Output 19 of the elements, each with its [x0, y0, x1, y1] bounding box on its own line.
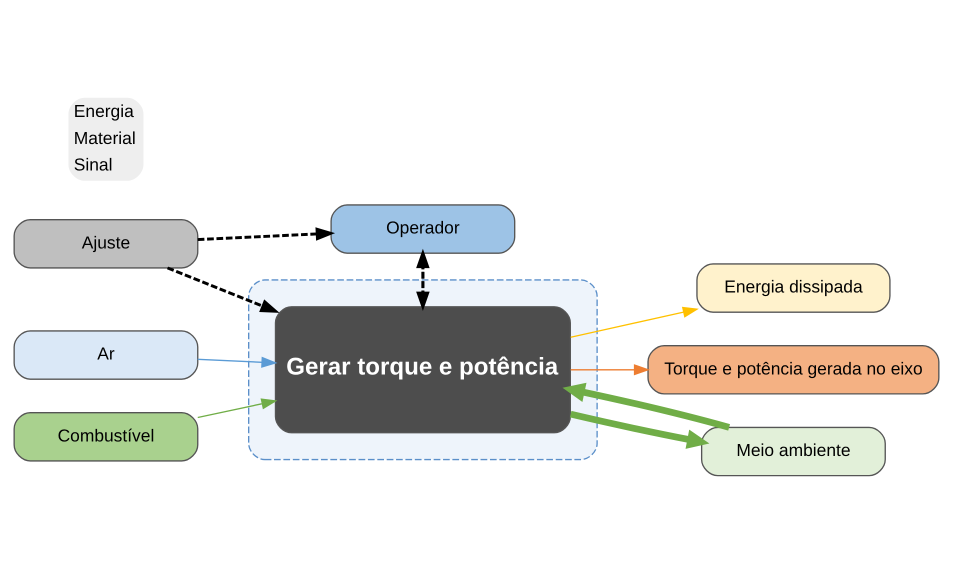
node-box: Combustível — [13, 412, 198, 462]
legend-label: Material — [74, 128, 136, 148]
cluster — [248, 279, 598, 460]
arrow — [570, 306, 699, 338]
arrow — [166, 266, 280, 313]
arrow — [198, 356, 278, 368]
node-box: Ar — [13, 330, 198, 380]
node-box: Ajuste — [13, 219, 198, 269]
legend-label: Energia — [74, 101, 134, 122]
node-box: Gerar torque e potência — [274, 306, 571, 434]
node-box: Meio ambiente — [700, 426, 886, 476]
arrow — [198, 398, 278, 418]
arrow — [198, 227, 336, 242]
arrow — [562, 382, 730, 431]
node-box: Torque e potência gerada no eixo — [647, 344, 940, 395]
node-box: Operador — [330, 204, 516, 254]
legend-label: Sinal — [74, 154, 113, 175]
arrow — [570, 364, 650, 376]
node-box: Energia dissipada — [696, 263, 891, 313]
